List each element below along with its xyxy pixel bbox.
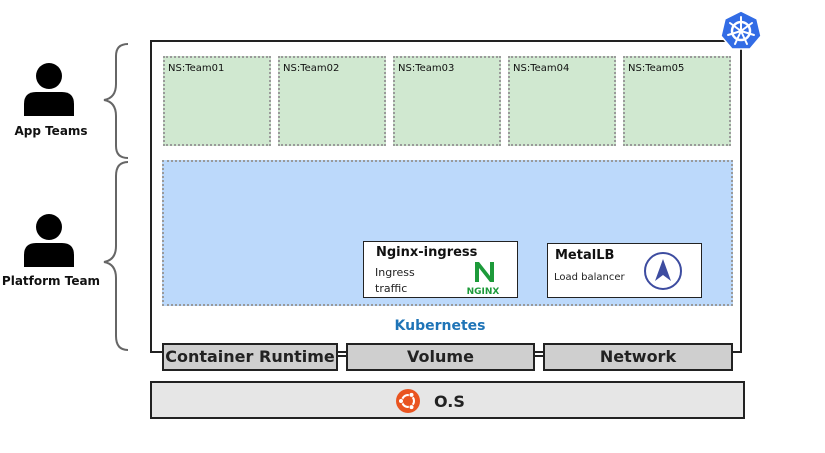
namespace-team01: NS:Team01 xyxy=(163,56,271,146)
app-teams-brace xyxy=(103,43,129,159)
namespace-team05: NS:Team05 xyxy=(623,56,731,146)
connector-volume-network xyxy=(533,355,545,357)
nginx-ingress-desc-line1: Ingress xyxy=(375,266,415,279)
metallb-box: MetalLB Load balancer xyxy=(547,243,702,298)
os-bar: O.S xyxy=(150,381,745,419)
braces xyxy=(103,43,129,351)
platform-team-brace xyxy=(103,161,129,351)
container-runtime-bar: Container Runtime xyxy=(162,343,338,371)
namespace-team04: NS:Team04 xyxy=(508,56,616,146)
namespace-team02: NS:Team02 xyxy=(278,56,386,146)
app-teams-label: App Teams xyxy=(14,124,88,138)
app-teams-person-icon xyxy=(24,63,74,116)
nginx-logo-text: NGINX xyxy=(467,287,500,296)
metallb-title: MetalLB xyxy=(555,248,615,263)
platform-team-label: Platform Team xyxy=(1,274,101,288)
metallb-logo-icon xyxy=(644,252,682,290)
platform-team-person-icon xyxy=(24,214,74,267)
volume-bar: Volume xyxy=(346,343,535,371)
nginx-ingress-desc-line2: traffic xyxy=(375,282,408,295)
network-bar: Network xyxy=(543,343,733,371)
metallb-desc: Load balancer xyxy=(554,272,625,283)
namespace-team03: NS:Team03 xyxy=(393,56,501,146)
nginx-ingress-box: Nginx-ingress Ingress traffic NGINX xyxy=(363,241,518,298)
os-label: O.S xyxy=(434,392,465,411)
kubernetes-label: Kubernetes xyxy=(394,318,486,334)
kubernetes-icon xyxy=(720,10,762,50)
ubuntu-icon xyxy=(396,389,420,413)
nginx-ingress-title: Nginx-ingress xyxy=(376,245,478,260)
connector-runtime-volume xyxy=(336,355,348,357)
nginx-logo-icon: NGINX xyxy=(467,262,500,296)
